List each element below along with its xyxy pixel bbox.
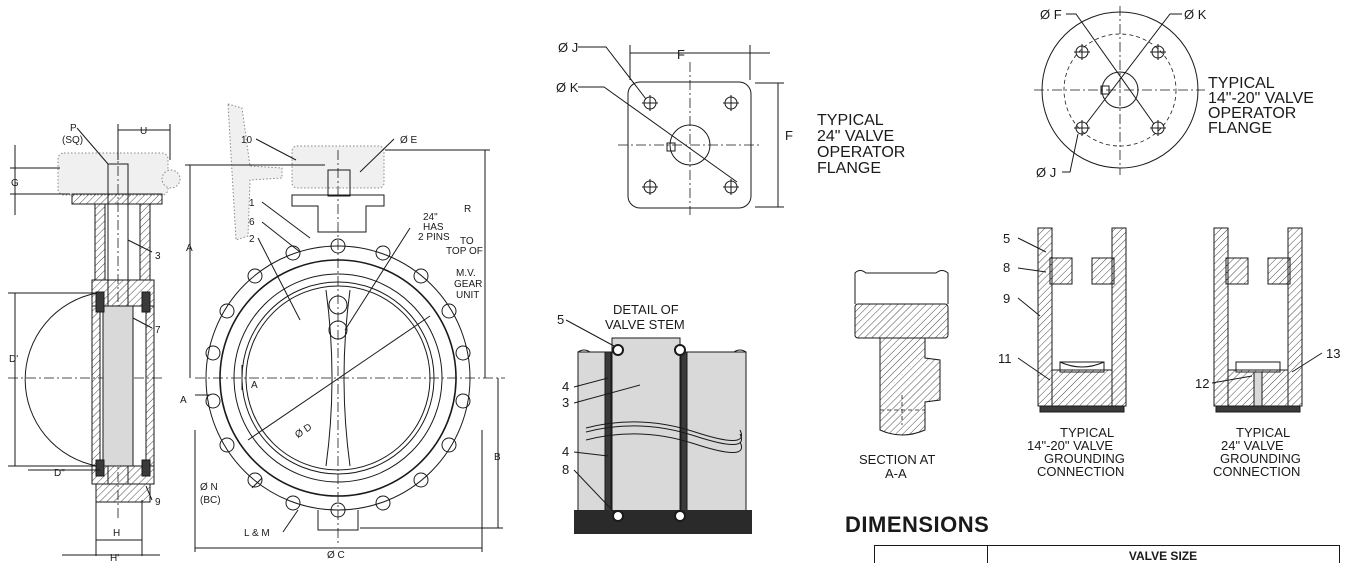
label-6: 6 <box>249 217 255 228</box>
label-r: R <box>464 204 471 215</box>
label-gnd-11: 11 <box>998 351 1012 366</box>
label-gear: GEAR <box>454 279 482 290</box>
label-mv: M.V. <box>456 268 476 279</box>
flange-14-20-view: Ø F Ø K Ø J TYPICAL 14"-20" VALVE OPERAT… <box>1034 6 1314 180</box>
label-f-height: F <box>785 128 793 143</box>
label-f-width: F <box>677 47 685 62</box>
label-dia-n: Ø N <box>200 482 218 493</box>
label-7: 7 <box>155 325 161 336</box>
caption-stem-line1: DETAIL OF <box>613 302 679 317</box>
side-view: P (SQ) U G 3 7 D' D" 9 H H' <box>8 123 181 563</box>
label-a-dim: A <box>186 243 193 254</box>
label-dia-c: Ø C <box>327 550 345 561</box>
label-a-section-left: A <box>180 395 187 406</box>
label-dia-j: Ø J <box>558 40 578 55</box>
dimensions-table-header: VALVE SIZE <box>1128 549 1198 563</box>
caption-gnd1420-line3: GROUNDING <box>1044 451 1125 466</box>
section-aa-view: SECTION AT A-A <box>854 270 949 481</box>
caption-24-line3: OPERATOR <box>817 144 905 161</box>
caption-1420-line1: TYPICAL <box>1208 75 1275 92</box>
caption-24-line2: 24" VALVE <box>817 128 894 145</box>
label-24in: 24" <box>423 212 438 223</box>
label-3: 3 <box>155 251 161 262</box>
label-9: 9 <box>155 497 161 508</box>
caption-1420-line4: FLANGE <box>1208 120 1272 137</box>
label-2: 2 <box>249 234 255 245</box>
label-stem-4b: 4 <box>562 444 569 459</box>
label-stem-3: 3 <box>562 395 569 410</box>
label-2pins: 2 PINS <box>418 232 450 243</box>
label-has: HAS <box>423 222 444 233</box>
caption-gnd24-line1: TYPICAL <box>1236 425 1290 440</box>
grounding-24-view: 13 12 TYPICAL 24" VALVE GROUNDING CONNEC… <box>1195 227 1340 479</box>
label-dia-d: Ø D <box>293 422 314 441</box>
caption-gnd24-line3: GROUNDING <box>1220 451 1301 466</box>
label-h: H <box>113 528 120 539</box>
label-d-dprime: D" <box>54 468 65 479</box>
label-dia-e: Ø E <box>400 135 418 146</box>
label-stem-4a: 4 <box>562 379 569 394</box>
label-to: TO <box>460 236 474 247</box>
caption-gnd24-line2: 24" VALVE <box>1221 438 1284 453</box>
caption-gnd1420-line1: TYPICAL <box>1060 425 1114 440</box>
caption-gnd1420-line2: 14"-20" VALVE <box>1027 438 1113 453</box>
stem-detail-view: DETAIL OF VALVE STEM 5 4 3 4 8 <box>557 302 752 534</box>
caption-stem-line2: VALVE STEM <box>605 317 685 332</box>
flange-24-view: Ø J Ø K F F TYPICAL 24" VALVE OPERATOR F… <box>556 40 905 215</box>
caption-1420-line2: 14"-20" VALVE <box>1208 90 1314 107</box>
label-topof: TOP OF <box>446 246 483 257</box>
label-dia-f: Ø F <box>1040 7 1062 22</box>
label-gnd-8: 8 <box>1003 260 1010 275</box>
label-gnd-9: 9 <box>1003 291 1010 306</box>
label-gnd-12: 12 <box>1195 376 1209 391</box>
label-dia-j-2: Ø J <box>1036 165 1056 180</box>
label-gnd-13: 13 <box>1326 346 1340 361</box>
label-a-section-right: A <box>251 380 258 391</box>
label-stem-8: 8 <box>562 462 569 477</box>
label-stem-5: 5 <box>557 312 564 327</box>
label-10: 10 <box>241 135 253 146</box>
label-p: P <box>70 123 77 134</box>
label-dia-k-2: Ø K <box>1184 7 1207 22</box>
label-h-prime: H' <box>110 553 119 563</box>
caption-gnd1420-line4: CONNECTION <box>1037 464 1124 479</box>
label-u: U <box>140 126 147 137</box>
label-l-m: L & M <box>244 528 270 539</box>
label-gnd-5: 5 <box>1003 231 1010 246</box>
caption-24-line1: TYPICAL <box>817 112 884 129</box>
label-g: G <box>11 178 19 189</box>
caption-aa-line2: A-A <box>885 466 907 481</box>
label-b: B <box>494 452 501 463</box>
label-1: 1 <box>249 198 255 209</box>
label-bc: (BC) <box>200 495 221 506</box>
caption-aa-line1: SECTION AT <box>859 452 935 467</box>
label-unit: UNIT <box>456 290 479 301</box>
label-dia-k: Ø K <box>556 80 579 95</box>
dimensions-title: DIMENSIONS <box>845 512 990 537</box>
label-d-prime: D' <box>9 354 18 365</box>
dimensions-table: VALVE SIZE <box>874 545 1340 563</box>
caption-1420-line3: OPERATOR <box>1208 105 1296 122</box>
label-sq: (SQ) <box>62 135 83 146</box>
caption-gnd24-line4: CONNECTION <box>1213 464 1300 479</box>
front-view: 10 Ø E 1 6 2 24" HAS 2 PINS R TO TOP OF … <box>180 103 505 561</box>
dimensions-table-label-cell <box>875 546 988 563</box>
grounding-1420-view: 5 8 9 11 TYPICAL 14"-20" VALVE GROUNDING… <box>998 227 1127 479</box>
caption-24-line4: FLANGE <box>817 160 881 177</box>
